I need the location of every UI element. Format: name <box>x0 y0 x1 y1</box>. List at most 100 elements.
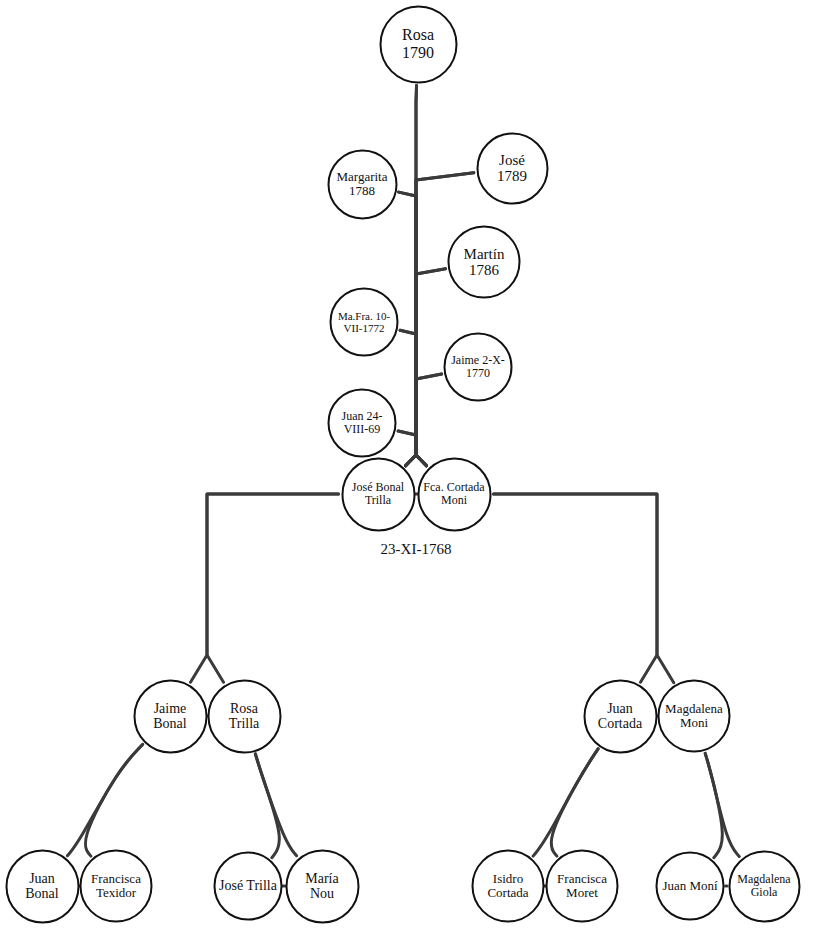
lineage-line <box>416 269 446 466</box>
person-node: Juan Moní <box>655 851 725 921</box>
name-block: Juan Bonal <box>12 871 73 902</box>
person-name: Juan Moní <box>662 879 717 893</box>
name-block: Jaime 2-X-1770 <box>449 354 507 380</box>
name-block: María Nou <box>292 871 353 902</box>
person-name: Magdalena Moni <box>664 702 725 731</box>
person-name: José Bonal Trilla <box>347 481 410 507</box>
circle-outline <box>729 851 799 921</box>
name-block: Isidro Cortada <box>478 872 539 901</box>
circle-outline <box>473 851 544 922</box>
person-node: Margarita 1788 <box>327 149 398 220</box>
person-node: Isidro Cortada <box>471 849 545 923</box>
lineage-line <box>705 753 739 856</box>
lineage-line <box>416 173 474 466</box>
circle-outline <box>81 851 152 922</box>
person-name: María Nou <box>292 871 353 902</box>
lineage-line <box>398 431 426 466</box>
person-node: Juan Bonal <box>5 849 80 924</box>
name-block: Juan Cortada <box>590 701 651 732</box>
name-block: Martín 1786 <box>455 246 514 279</box>
lineage-line <box>255 754 296 856</box>
name-block: Ma.Fra. 10-VII-1772 <box>335 310 394 334</box>
lineage-line <box>494 494 658 682</box>
person-node: Jaime Bonal <box>133 679 208 754</box>
lineage-line <box>399 192 427 466</box>
circle-outline <box>286 850 358 922</box>
person-name: Fca. Cortada Moni <box>423 481 486 507</box>
name-block: Magdalena Moni <box>664 702 725 731</box>
person-name: Magdalena Giola <box>734 873 795 899</box>
name-block: Fca. Cortada Moni <box>423 481 486 507</box>
circle-outline <box>331 289 398 356</box>
person-node: Fca. Cortada Moni <box>417 457 492 532</box>
marriage-date: 23-XI-1768 <box>378 541 455 558</box>
circle-outline <box>659 681 730 752</box>
person-node: Juan 24-VIII-69 <box>327 388 397 458</box>
circle-outline <box>657 853 724 920</box>
name-block: Francisca Moret <box>552 872 613 901</box>
lineage-line <box>494 494 674 683</box>
lineage-line <box>551 749 598 856</box>
person-name: Juan 24-VIII-69 <box>333 410 391 436</box>
person-name: Isidro Cortada <box>478 872 539 901</box>
circle-outline <box>134 680 206 752</box>
person-node: Martín 1786 <box>447 225 521 299</box>
person-node: Magdalena Moni <box>657 679 731 753</box>
person-name: Ma.Fra. 10-VII-1772 <box>335 310 394 334</box>
circle-outline <box>380 6 456 82</box>
person-node: José 1789 <box>476 132 549 205</box>
name-block: Rosa Trilla <box>214 701 275 732</box>
name-block: Margarita 1788 <box>333 170 391 199</box>
lineage-line <box>416 374 442 466</box>
circle-outline <box>477 133 547 203</box>
lineage-line <box>399 192 416 466</box>
circle-outline <box>329 390 396 457</box>
person-name: Rosa Trilla <box>214 701 275 732</box>
name-block: Juan 24-VIII-69 <box>333 410 391 436</box>
person-node: Francisca Moret <box>545 849 619 923</box>
name-block: José Bonal Trilla <box>347 481 410 507</box>
circle-outline <box>342 458 414 530</box>
person-node: Jaime 2-X-1770 <box>443 332 513 402</box>
person-node: Rosa 1790 <box>379 5 458 84</box>
person-node: María Nou <box>285 849 360 924</box>
lineage-line <box>283 885 286 888</box>
person-node: Ma.Fra. 10-VII-1772 <box>329 287 399 357</box>
person-name: Martín 1786 <box>455 246 514 279</box>
person-name: Francisca Moret <box>552 872 613 901</box>
person-name: José Trilla <box>219 878 277 893</box>
name-block: Jaime Bonal <box>140 701 201 732</box>
lineage-line <box>67 744 142 855</box>
circle-outline <box>6 850 78 922</box>
person-node: Rosa Trilla <box>207 679 282 754</box>
lineage-line <box>400 330 426 465</box>
name-block: Magdalena Giola <box>734 873 795 899</box>
circle-outline <box>584 680 656 752</box>
name-block: Francisca Texidor <box>86 872 147 901</box>
person-name: Juan Bonal <box>12 871 73 902</box>
lineage-line <box>400 330 416 465</box>
lineage-line <box>398 431 416 466</box>
lineage-line <box>190 494 338 682</box>
circle-outline <box>215 853 282 920</box>
lineage-line <box>416 85 426 465</box>
name-block: Rosa 1790 <box>387 26 450 61</box>
person-node: José Trilla <box>213 851 283 921</box>
person-name: Jaime 2-X-1770 <box>449 354 507 380</box>
name-block: José 1789 <box>483 152 541 185</box>
lineage-line <box>406 269 446 466</box>
person-node: Juan Cortada <box>583 679 658 754</box>
circle-outline <box>449 227 520 298</box>
lineage-line <box>406 374 442 466</box>
lineage-line <box>85 744 142 856</box>
person-name: Jaime Bonal <box>140 701 201 732</box>
person-node: Francisca Texidor <box>79 849 153 923</box>
person-name: Margarita 1788 <box>333 170 391 199</box>
lineage-line <box>207 494 339 682</box>
person-name: Francisca Texidor <box>86 872 147 901</box>
person-name: José 1789 <box>483 152 541 185</box>
circle-outline <box>547 851 618 922</box>
